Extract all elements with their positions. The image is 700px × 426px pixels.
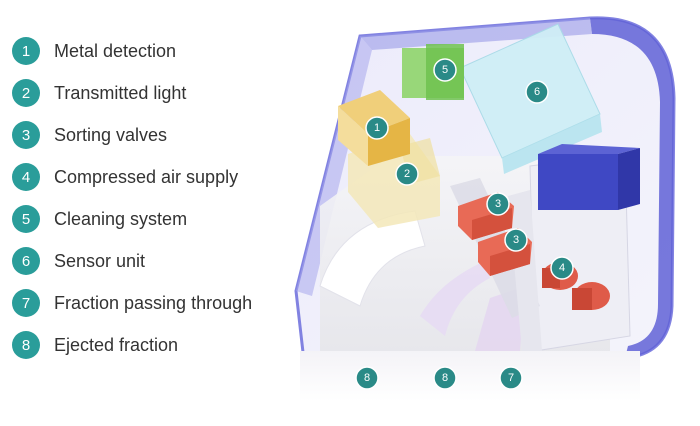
marker-sorting-valve-upper: 3: [486, 192, 510, 216]
legend-item-sensor-unit: 6 Sensor unit: [12, 240, 252, 282]
legend-number: 5: [12, 205, 40, 233]
marker-metal-detection: 1: [365, 116, 389, 140]
marker-number: 7: [508, 372, 514, 384]
legend: 1 Metal detection 2 Transmitted light 3 …: [12, 30, 252, 366]
marker-number: 4: [559, 262, 565, 274]
marker-ejected-fraction-left: 8: [355, 366, 379, 390]
legend-number: 1: [12, 37, 40, 65]
marker-compressed-air: 4: [550, 256, 574, 280]
legend-number: 2: [12, 79, 40, 107]
marker-number: 2: [404, 168, 410, 180]
legend-number: 6: [12, 247, 40, 275]
legend-label: Sorting valves: [54, 124, 168, 145]
housing-top-edge: [360, 18, 592, 50]
legend-item-fraction-passing-through: 7 Fraction passing through: [12, 282, 252, 324]
legend-number: 8: [12, 331, 40, 359]
marker-number: 8: [364, 372, 370, 384]
metal-detection-side: [338, 106, 368, 166]
marker-number: 3: [495, 198, 501, 210]
marker-number: 3: [513, 234, 519, 246]
marker-number: 8: [442, 372, 448, 384]
marker-sensor-unit: 6: [525, 80, 549, 104]
legend-label: Metal detection: [54, 40, 177, 61]
marker-transmitted-light: 2: [395, 162, 419, 186]
marker-number: 6: [534, 86, 540, 98]
metal-detection-top: [338, 90, 410, 134]
legend-number: 7: [12, 289, 40, 317]
marker-ejected-fraction-right: 8: [433, 366, 457, 390]
marker-sorting-valve-lower: 3: [504, 228, 528, 252]
sorting-machine-diagram: 1 2 3 3 4 5 6 7 8 8: [294, 16, 676, 401]
marker-number: 5: [442, 64, 448, 76]
marker-cleaning-system: 5: [433, 58, 457, 82]
legend-label: Compressed air supply: [54, 166, 239, 187]
legend-label: Ejected fraction: [54, 334, 179, 355]
dark-blue-block: [538, 154, 618, 210]
air-cylinder-b-side: [572, 288, 592, 310]
sensor-unit-side: [502, 114, 602, 174]
legend-item-ejected-fraction: 8 Ejected fraction: [12, 324, 252, 366]
legend-item-metal-detection: 1 Metal detection: [12, 30, 252, 72]
dark-blue-block-side: [618, 148, 640, 210]
dark-blue-block-top: [538, 144, 640, 154]
ejected-arc-inner: [420, 261, 490, 336]
sorting-valve-upper-front: [472, 208, 512, 240]
marker-number: 1: [374, 122, 380, 134]
sorting-valve-lower-front: [490, 244, 530, 276]
legend-item-transmitted-light: 2 Transmitted light: [12, 72, 252, 114]
housing-rim: [590, 17, 674, 359]
legend-item-compressed-air-supply: 4 Compressed air supply: [12, 156, 252, 198]
marker-fraction-passing: 7: [499, 366, 523, 390]
legend-label: Transmitted light: [54, 82, 187, 103]
legend-number: 4: [12, 163, 40, 191]
legend-item-cleaning-system: 5 Cleaning system: [12, 198, 252, 240]
legend-label: Sensor unit: [54, 250, 146, 271]
floor-fade: [300, 351, 640, 401]
legend-number: 3: [12, 121, 40, 149]
legend-label: Cleaning system: [54, 208, 188, 229]
legend-item-sorting-valves: 3 Sorting valves: [12, 114, 252, 156]
legend-label: Fraction passing through: [54, 292, 253, 313]
